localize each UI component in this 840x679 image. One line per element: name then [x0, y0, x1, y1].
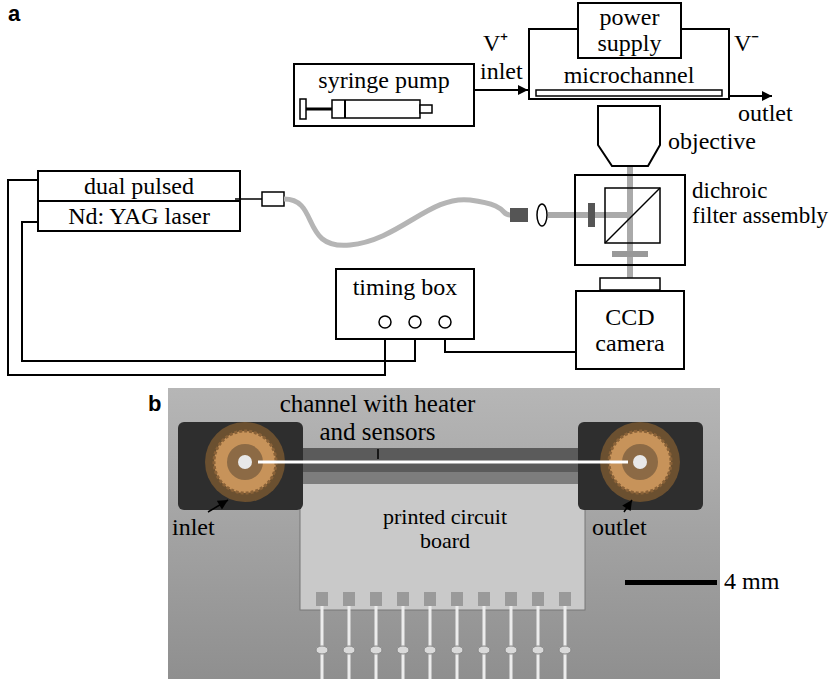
- leader-arrow: [624, 500, 632, 512]
- solder-joint: [316, 646, 328, 654]
- pin-wire: [348, 606, 351, 679]
- leader-arrow: [208, 500, 228, 512]
- optical-beam: [627, 166, 633, 278]
- bnc-port: [409, 316, 421, 328]
- port-label: outlet: [738, 100, 793, 126]
- box-text: timing box: [353, 274, 458, 300]
- pin-wire: [402, 606, 405, 679]
- pin-wire: [510, 606, 513, 679]
- outlet-connector: [578, 422, 703, 510]
- box-text: Nd: YAG laser: [39, 200, 239, 230]
- camera-box: CCD camera: [575, 290, 685, 370]
- part-label: printed circuit board: [360, 505, 530, 553]
- syringe-tip: [420, 105, 432, 113]
- part-label: objective: [668, 128, 756, 154]
- pin-wire: [537, 606, 540, 679]
- photo-background: [168, 388, 720, 679]
- pin-pad: [424, 592, 436, 606]
- pin-pad: [316, 592, 328, 606]
- solder-joint: [424, 646, 436, 654]
- box-text: syringe pump: [318, 67, 449, 93]
- flow-arrow: [475, 89, 528, 91]
- channel-chip: [295, 448, 585, 472]
- terminal-label: V⁻: [734, 30, 759, 56]
- dichroic-mirror: [605, 188, 660, 243]
- board-pins: [316, 592, 571, 679]
- pin-pad: [559, 592, 571, 606]
- filter-assembly-box: [575, 175, 685, 265]
- part-label: dichroic filter assembly: [692, 178, 830, 229]
- inlet-connector: [178, 422, 303, 510]
- board-edge: [300, 470, 585, 484]
- pin-wire: [483, 606, 486, 679]
- syringe-barrel: [332, 100, 420, 118]
- solder-joint: [478, 646, 490, 654]
- pin-pad: [505, 592, 517, 606]
- syringe-plunger: [344, 100, 346, 118]
- terminal-label: V⁺: [483, 30, 508, 56]
- pin-wire: [564, 606, 567, 679]
- scale-label: 4 mm: [724, 568, 779, 594]
- bnc-port: [379, 316, 391, 328]
- pin-wire: [456, 606, 459, 679]
- camera-mount: [600, 278, 660, 290]
- box-text: CCD camera: [580, 304, 680, 357]
- pin-pad: [343, 592, 355, 606]
- pin-wire: [429, 606, 432, 679]
- signal-wire: [445, 340, 575, 352]
- fiber-coupler: [262, 192, 284, 206]
- collimating-lens: [537, 204, 547, 226]
- solder-joint: [370, 646, 382, 654]
- laser-box: dual pulsedNd: YAG laser: [37, 170, 241, 232]
- inlet-port-inner: [227, 444, 263, 480]
- objective-lens: [598, 106, 660, 166]
- panel-letter: a: [8, 2, 20, 26]
- solder-joint: [343, 646, 355, 654]
- solder-joint: [505, 646, 517, 654]
- optical-fiber: [284, 199, 510, 245]
- solder-joint: [397, 646, 409, 654]
- box-text: power supply: [582, 4, 677, 57]
- pin-pad: [370, 592, 382, 606]
- channel-line: [258, 461, 628, 464]
- leader-line: [377, 449, 379, 459]
- box-text: microchannel: [564, 62, 695, 88]
- timing-box: timing box: [335, 268, 475, 340]
- bnc-port: [439, 316, 451, 328]
- port-label: inlet: [172, 514, 215, 540]
- fiber-end: [510, 208, 528, 222]
- pin-pad: [397, 592, 409, 606]
- outlet-port-hole: [633, 455, 647, 469]
- pin-wire: [321, 606, 324, 679]
- dichroic-cube: [605, 188, 660, 243]
- pin-pad: [478, 592, 490, 606]
- emission-filter: [612, 251, 648, 257]
- syringe-pump-box: syringe pump: [293, 63, 475, 127]
- excitation-filter: [588, 203, 595, 227]
- microchannel-strip: [536, 90, 722, 96]
- circuit-board: [300, 470, 585, 610]
- syringe-handle: [300, 99, 306, 119]
- port-label: outlet: [592, 514, 647, 540]
- syringe-rod: [306, 108, 332, 111]
- solder-joint: [451, 646, 463, 654]
- solder-joint: [532, 646, 544, 654]
- pin-pad: [451, 592, 463, 606]
- pin-pad: [532, 592, 544, 606]
- inlet-port-hole: [238, 455, 252, 469]
- power-supply-box: power supply: [577, 2, 682, 59]
- outlet-arrow: [730, 95, 772, 97]
- panel-letter: b: [148, 392, 161, 416]
- signal-wire: [8, 180, 385, 375]
- box-text: dual pulsed: [39, 172, 239, 200]
- part-label: channel with heater and sensors: [270, 390, 485, 445]
- port-label: inlet: [480, 58, 523, 84]
- scale-bar: [625, 580, 717, 585]
- pin-wire: [375, 606, 378, 679]
- solder-joint: [559, 646, 571, 654]
